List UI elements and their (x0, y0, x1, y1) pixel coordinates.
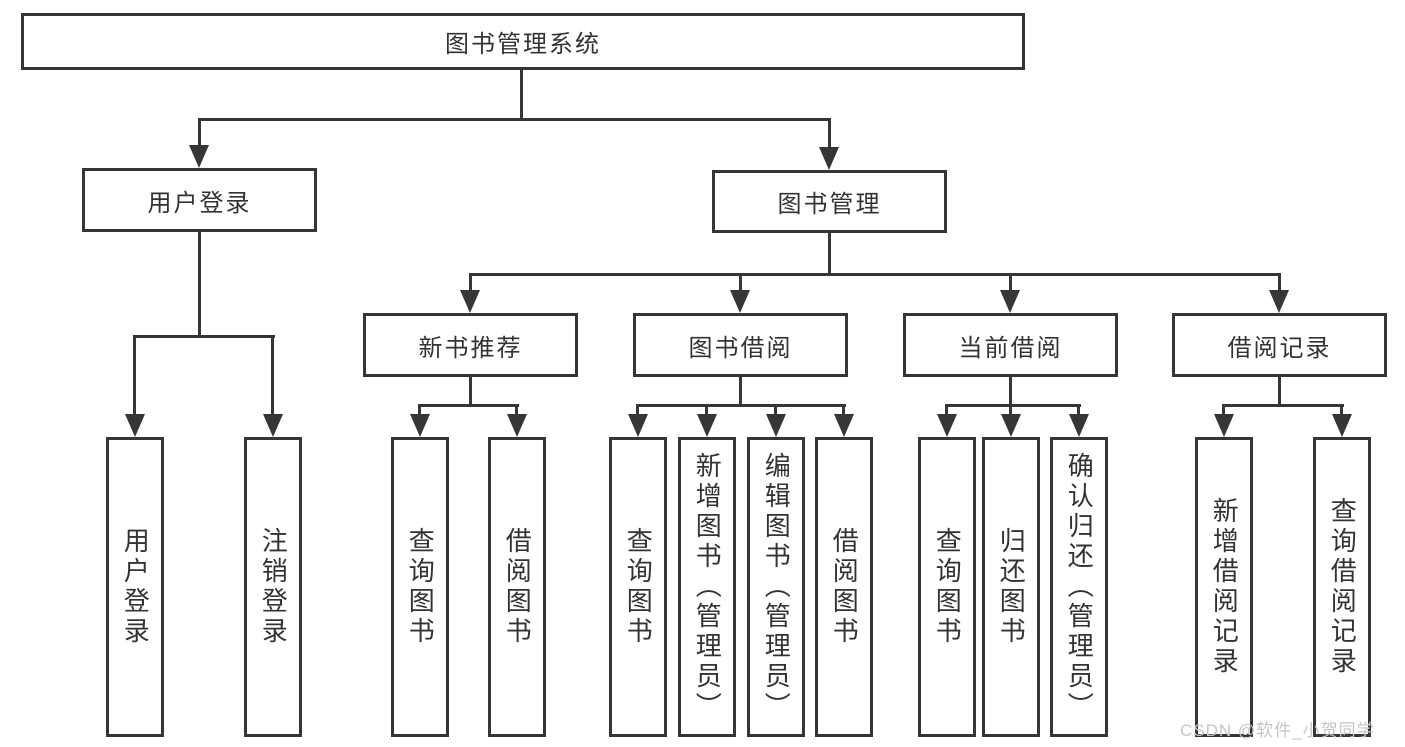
connector-line (1222, 404, 1225, 417)
node-return-books: 归还图书 (982, 437, 1040, 737)
arrow-down-icon (189, 145, 209, 168)
connector-line (842, 404, 845, 417)
connector-line (469, 273, 472, 293)
arrow-down-icon (1000, 290, 1020, 313)
arrow-down-icon (125, 414, 145, 437)
node-label: 新书推荐 (418, 334, 523, 362)
node-borrowing-records: 借阅记录 (1172, 313, 1387, 377)
arrow-down-icon (1001, 414, 1021, 437)
node-borrow-books: 借阅图书 (815, 437, 873, 737)
node-root-library-system: 图书管理系统 (21, 13, 1025, 70)
arrow-down-icon (937, 414, 957, 437)
node-label: 当前借阅 (958, 334, 1063, 362)
connector-line (271, 335, 274, 415)
node-label: 新增借阅记录 (1209, 497, 1240, 677)
node-borrow-books: 借阅图书 (488, 437, 546, 737)
arrow-down-icon (507, 414, 527, 437)
node-label: 图书管理系统 (445, 31, 601, 58)
connector-line (1009, 273, 1012, 293)
connector-line (636, 404, 639, 417)
connector-line (1077, 404, 1080, 417)
node-label: 查询图书 (623, 527, 654, 647)
node-label: 查询图书 (405, 527, 436, 647)
connector-line (469, 375, 472, 407)
node-current-borrowing: 当前借阅 (903, 313, 1118, 377)
arrow-down-icon (460, 290, 480, 313)
connector-line (774, 404, 777, 417)
node-label: 图书借阅 (688, 334, 793, 362)
arrow-down-icon (834, 414, 854, 437)
node-query-books: 查询图书 (918, 437, 976, 737)
connector-line (198, 229, 201, 336)
connector-line (1009, 375, 1012, 407)
connector-line (520, 68, 523, 120)
arrow-down-icon (1214, 414, 1234, 437)
node-label: 注销登录 (258, 527, 289, 647)
node-query-borrow-record: 查询借阅记录 (1313, 437, 1371, 737)
node-label: 归还图书 (996, 527, 1027, 647)
connector-line (739, 375, 742, 407)
node-logout: 注销登录 (244, 437, 302, 737)
connector-line (418, 404, 519, 407)
connector-line (636, 404, 846, 407)
connector-line (828, 230, 831, 276)
node-label: 用户登录 (120, 527, 151, 647)
arrow-down-icon (766, 414, 786, 437)
node-user-login-leaf: 用户登录 (106, 437, 164, 737)
node-confirm-return-admin: 确认归还（管理员） (1050, 437, 1108, 737)
node-label: 查询借阅记录 (1327, 497, 1358, 677)
node-book-management: 图书管理 (712, 170, 947, 233)
node-label: 借阅图书 (829, 527, 860, 647)
arrow-down-icon (819, 147, 839, 170)
connector-line (469, 273, 1281, 276)
connector-line (945, 404, 1081, 407)
connector-line (1278, 375, 1281, 407)
connector-line (515, 404, 518, 417)
node-query-books: 查询图书 (609, 437, 667, 737)
connector-line (705, 404, 708, 417)
connector-line (945, 404, 948, 417)
connector-line (133, 335, 136, 415)
node-label: 图书管理 (777, 191, 882, 218)
arrow-down-icon (697, 414, 717, 437)
connector-line (828, 118, 831, 150)
connector-line (198, 118, 201, 148)
arrow-down-icon (1069, 414, 1089, 437)
connector-line (198, 118, 831, 121)
node-label: 用户登录 (147, 189, 252, 217)
connector-line (739, 273, 742, 293)
node-label: 借阅图书 (502, 527, 533, 647)
node-label: 借阅记录 (1227, 334, 1332, 362)
node-book-borrowing: 图书借阅 (633, 313, 848, 377)
connector-line (1340, 404, 1343, 417)
connector-line (133, 335, 275, 338)
node-add-books-admin: 新增图书（管理员） (678, 437, 736, 737)
arrow-down-icon (1332, 414, 1352, 437)
arrow-down-icon (628, 414, 648, 437)
arrow-down-icon (730, 290, 750, 313)
arrow-down-icon (263, 414, 283, 437)
node-query-books: 查询图书 (391, 437, 449, 737)
watermark: CSDN @软件_小贺同学 (1180, 721, 1375, 740)
node-edit-books-admin: 编辑图书（管理员） (747, 437, 805, 737)
connector-line (1278, 273, 1281, 293)
connector-line (1222, 404, 1344, 407)
arrow-down-icon (1269, 290, 1289, 313)
node-label: 编辑图书（管理员） (761, 452, 792, 722)
node-label: 新增图书（管理员） (692, 452, 723, 722)
node-new-book-recommendation: 新书推荐 (363, 313, 578, 377)
connector-line (418, 404, 421, 417)
node-label: 确认归还（管理员） (1064, 452, 1095, 722)
connector-line (1009, 404, 1012, 417)
arrow-down-icon (410, 414, 430, 437)
node-add-borrow-record: 新增借阅记录 (1195, 437, 1253, 737)
node-label: 查询图书 (932, 527, 963, 647)
node-user-login: 用户登录 (82, 168, 317, 232)
